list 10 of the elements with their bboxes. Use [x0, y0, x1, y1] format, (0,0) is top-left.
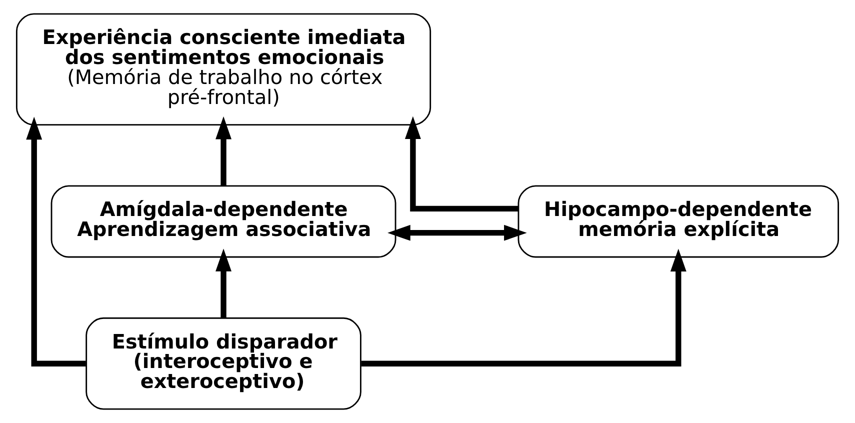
node-box: Experiência consciente imediata dos sentimentos emocionais (Memória de trabalho no córtex pré-frontal): [16, 13, 432, 126]
node-box: Amígdala-dependente Aprendizagem associativa: [50, 185, 396, 258]
arrow: [216, 248, 232, 318]
arrow: [26, 116, 86, 366]
arrow: [361, 248, 686, 366]
node-box: Hipocampo-dependente memória explícita: [518, 185, 840, 258]
arrow: [216, 116, 232, 186]
node-box: Estímulo disparador (interoceptivo e exteroceptivo): [86, 317, 362, 410]
arrow: [388, 224, 527, 241]
arrow: [404, 116, 518, 212]
